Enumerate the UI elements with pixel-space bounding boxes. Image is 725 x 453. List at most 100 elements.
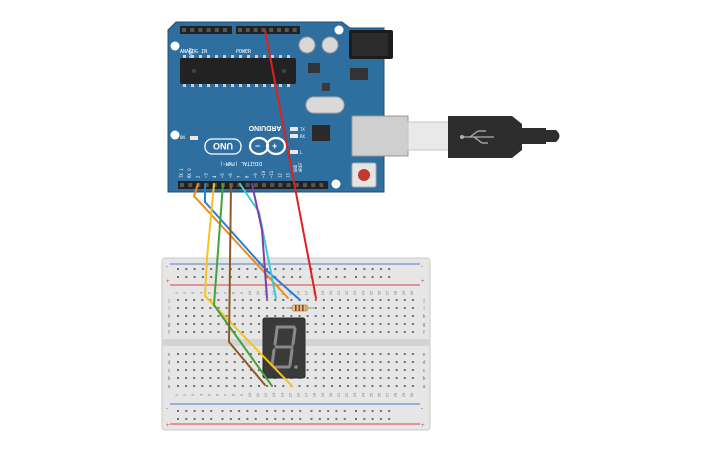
breadboard-hole[interactable] — [363, 315, 366, 317]
breadboard-hole[interactable] — [209, 299, 212, 301]
breadboard-hole[interactable] — [201, 385, 204, 387]
breadboard-hole[interactable] — [241, 377, 244, 379]
rail-hole[interactable] — [282, 410, 285, 412]
breadboard-hole[interactable] — [306, 369, 309, 371]
rail-hole[interactable] — [379, 410, 382, 412]
rail-hole[interactable] — [221, 276, 224, 278]
breadboard-hole[interactable] — [411, 353, 414, 355]
breadboard-hole[interactable] — [314, 331, 317, 333]
breadboard-hole[interactable] — [209, 385, 212, 387]
breadboard-hole[interactable] — [387, 331, 390, 333]
rail-hole[interactable] — [318, 410, 321, 412]
breadboard-hole[interactable] — [395, 361, 398, 363]
breadboard-hole[interactable] — [387, 353, 390, 355]
rail-hole[interactable] — [246, 418, 249, 420]
breadboard-hole[interactable] — [274, 299, 277, 301]
breadboard-hole[interactable] — [387, 369, 390, 371]
rail-hole[interactable] — [229, 418, 232, 420]
rail-hole[interactable] — [371, 268, 374, 270]
power-pin[interactable] — [261, 28, 266, 32]
breadboard-hole[interactable] — [379, 377, 382, 379]
breadboard-hole[interactable] — [339, 369, 341, 371]
breadboard-hole[interactable] — [355, 377, 358, 379]
rail-hole[interactable] — [363, 410, 366, 412]
digital-pin[interactable] — [204, 183, 209, 187]
rail-hole[interactable] — [274, 410, 277, 412]
breadboard-hole[interactable] — [258, 369, 260, 371]
breadboard-hole[interactable] — [411, 369, 414, 371]
breadboard-hole[interactable] — [371, 377, 374, 379]
breadboard-hole[interactable] — [241, 315, 244, 317]
breadboard-hole[interactable] — [306, 315, 309, 317]
power-pin[interactable] — [269, 28, 274, 32]
breadboard-hole[interactable] — [193, 307, 196, 309]
breadboard-hole[interactable] — [306, 299, 309, 301]
breadboard-hole[interactable] — [347, 299, 350, 301]
rail-hole[interactable] — [388, 410, 391, 412]
breadboard-hole[interactable] — [241, 331, 244, 333]
breadboard-hole[interactable] — [201, 377, 204, 379]
breadboard-hole[interactable] — [330, 307, 333, 309]
usb-cable[interactable] — [351, 115, 560, 158]
rail-hole[interactable] — [201, 410, 204, 412]
breadboard-hole[interactable] — [306, 353, 309, 355]
rail-hole[interactable] — [282, 418, 285, 420]
rail-hole[interactable] — [193, 276, 196, 278]
breadboard-hole[interactable] — [322, 307, 325, 309]
breadboard-hole[interactable] — [403, 331, 406, 333]
breadboard-hole[interactable] — [387, 377, 390, 379]
breadboard-hole[interactable] — [355, 385, 358, 387]
breadboard-hole[interactable] — [209, 369, 212, 371]
breadboard-hole[interactable] — [411, 299, 414, 301]
power-pin[interactable] — [238, 28, 242, 32]
power-pin[interactable] — [292, 28, 297, 32]
breadboard-hole[interactable] — [225, 361, 228, 363]
rail-hole[interactable] — [379, 418, 382, 420]
breadboard-hole[interactable] — [266, 385, 269, 387]
breadboard-hole[interactable] — [185, 353, 188, 355]
rail-hole[interactable] — [201, 418, 204, 420]
breadboard-hole[interactable] — [241, 299, 244, 301]
breadboard-hole[interactable] — [355, 299, 358, 301]
breadboard-hole[interactable] — [403, 377, 406, 379]
breadboard-hole[interactable] — [258, 331, 260, 333]
breadboard-hole[interactable] — [177, 385, 179, 387]
rail-hole[interactable] — [310, 418, 313, 420]
breadboard-hole[interactable] — [233, 353, 236, 355]
breadboard-hole[interactable] — [363, 353, 366, 355]
breadboard-hole[interactable] — [225, 331, 228, 333]
breadboard-hole[interactable] — [411, 315, 414, 317]
breadboard-hole[interactable] — [330, 315, 333, 317]
breadboard-hole[interactable] — [355, 307, 358, 309]
breadboard-hole[interactable] — [177, 331, 179, 333]
rail-hole[interactable] — [193, 268, 196, 270]
breadboard-hole[interactable] — [314, 307, 317, 309]
breadboard-hole[interactable] — [193, 369, 196, 371]
breadboard-hole[interactable] — [322, 369, 325, 371]
breadboard-hole[interactable] — [185, 331, 188, 333]
breadboard-hole[interactable] — [395, 369, 398, 371]
breadboard-hole[interactable] — [258, 307, 260, 309]
rail-hole[interactable] — [246, 276, 249, 278]
rail-hole[interactable] — [355, 276, 357, 278]
breadboard-hole[interactable] — [411, 323, 414, 325]
breadboard-hole[interactable] — [371, 323, 374, 325]
rail-hole[interactable] — [238, 276, 241, 278]
digital-pin[interactable] — [245, 183, 250, 187]
breadboard-hole[interactable] — [249, 377, 252, 379]
breadboard-hole[interactable] — [330, 369, 333, 371]
rail-hole[interactable] — [299, 418, 302, 420]
breadboard-hole[interactable] — [322, 361, 325, 363]
breadboard-hole[interactable] — [363, 369, 366, 371]
breadboard-hole[interactable] — [347, 385, 350, 387]
breadboard-hole[interactable] — [217, 377, 220, 379]
rail-hole[interactable] — [266, 410, 268, 412]
breadboard-hole[interactable] — [201, 361, 204, 363]
breadboard-hole[interactable] — [217, 385, 220, 387]
rail-hole[interactable] — [290, 276, 293, 278]
rail-hole[interactable] — [221, 418, 224, 420]
breadboard-hole[interactable] — [306, 323, 309, 325]
wire-brown[interactable] — [228, 183, 266, 386]
breadboard-hole[interactable] — [209, 307, 212, 309]
breadboard-hole[interactable] — [363, 385, 366, 387]
